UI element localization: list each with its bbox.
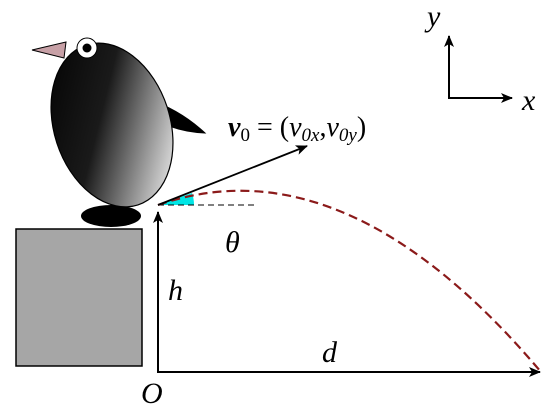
penguin-pupil — [82, 43, 92, 53]
penguin-beak — [31, 41, 67, 59]
velocity-vector-arrow — [157, 145, 308, 206]
axes-indicator: y x — [424, 0, 536, 117]
height-label: h — [168, 274, 183, 307]
angle-label: θ — [225, 226, 240, 259]
origin-label: O — [141, 377, 163, 410]
distance-label: d — [322, 336, 338, 369]
penguin-foot — [81, 205, 141, 227]
velocity-label: v0=(v0x,v0y) — [228, 112, 366, 146]
y-axis-label: y — [424, 0, 441, 33]
penguin-body — [50, 42, 174, 208]
trajectory-path — [157, 189, 542, 373]
platform-block — [15, 228, 143, 367]
penguin — [31, 37, 207, 227]
x-axis-label: x — [521, 84, 536, 117]
